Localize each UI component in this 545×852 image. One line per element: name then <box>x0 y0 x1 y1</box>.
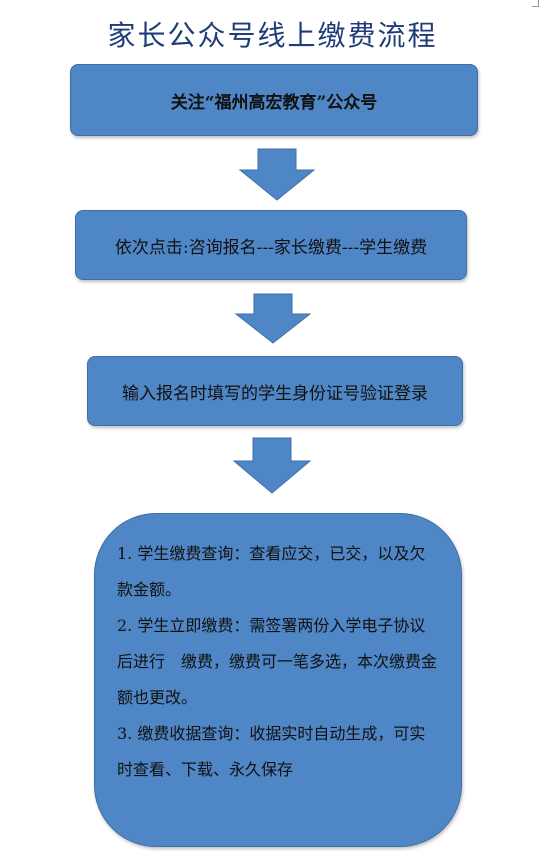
step-box-verify-login: 输入报名时填写的学生身份证号验证登录 <box>87 356 463 426</box>
detail-item-receipt-query: 3. 缴费收据查询：收据实时自动生成，可实时查看、下载、永久保存 <box>117 724 426 779</box>
page-title: 家长公众号线上缴费流程 <box>107 19 438 52</box>
detail-item-payment-query: 1. 学生缴费查询：查看应交，已交，以及欠款金额。 <box>117 544 426 599</box>
step-box-click-path: 依次点击:咨询报名---家长缴费---学生缴费 <box>75 210 467 280</box>
details-box: 1. 学生缴费查询：查看应交，已交，以及欠款金额。 2. 学生立即缴费：需签署两… <box>94 513 462 847</box>
step-box-follow-account: 关注“福州高宏教育”公众号 <box>70 64 478 136</box>
step-1-label: 关注“福州高宏教育”公众号 <box>170 92 378 113</box>
step-2-label: 依次点击:咨询报名---家长缴费---学生缴费 <box>114 237 428 258</box>
corner-crop-mark <box>532 0 539 7</box>
down-arrow-icon <box>234 293 312 344</box>
down-arrow-icon <box>238 148 316 201</box>
step-3-label: 输入报名时填写的学生身份证号验证登录 <box>122 383 428 404</box>
down-arrow-icon <box>232 437 312 494</box>
detail-item-pay-now: 2. 学生立即缴费：需签署两份入学电子协议后进行 缴费，缴费可一笔多选，本次缴费… <box>117 616 438 707</box>
